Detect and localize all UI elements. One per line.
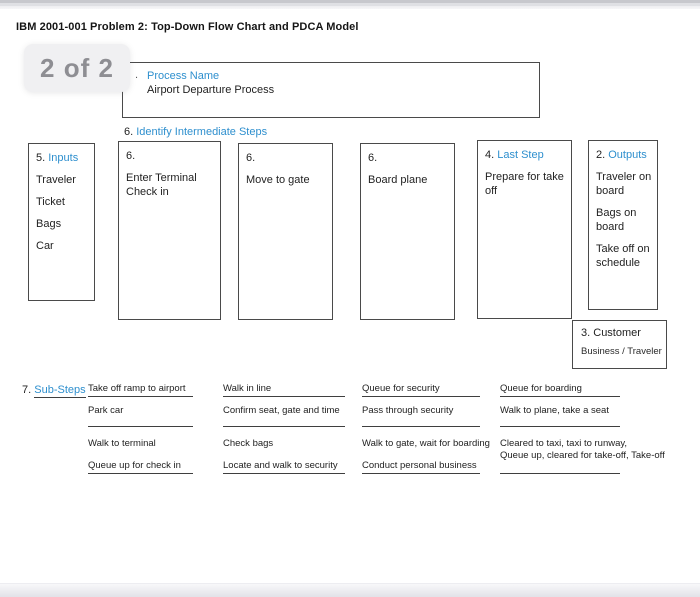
page-indicator-badge: 2 of 2 <box>24 44 130 92</box>
substep-item: Check bags <box>223 438 274 449</box>
customer-box-header: 3. Customer <box>581 327 664 339</box>
flow-box-number: 6. <box>368 152 378 164</box>
substep-item: Cleared to taxi, taxi to runway, Queue u… <box>500 438 665 461</box>
substeps-column-4: Queue for boarding Walk to plane, take a… <box>500 383 665 474</box>
substeps-text: Sub-Steps <box>34 384 86 398</box>
output-item: Take off on schedule <box>596 243 650 269</box>
window-bottom-edge <box>0 583 700 597</box>
input-item: Ticket <box>36 196 65 208</box>
substeps-column-1: Take off ramp to airport Park car Walk t… <box>88 383 193 474</box>
substep-item: Queue for security <box>362 383 480 397</box>
customer-box-value: Business / Traveler <box>581 346 662 357</box>
output-item: Traveler on board <box>596 171 652 197</box>
flow-box-inputs: 5. Inputs Traveler Ticket Bags Car <box>28 143 95 301</box>
flow-box-number: 2. <box>596 149 606 161</box>
substeps-column-2: Walk in line Confirm seat, gate and time… <box>223 383 345 474</box>
window-top-edge <box>0 0 700 9</box>
process-number-remnant: . <box>135 69 139 81</box>
input-item: Traveler <box>36 174 76 186</box>
flow-box-step-board: 6. Board plane <box>360 143 455 320</box>
substep-item: Conduct personal business <box>362 460 480 474</box>
substep-item: Take off ramp to airport <box>88 383 193 397</box>
flow-box-header: 4. Last Step <box>485 148 569 162</box>
substep-item: Walk to terminal <box>88 438 156 449</box>
flow-box-step-checkin: 6. Enter Terminal Check in <box>118 141 221 320</box>
output-item: Bags on board <box>596 207 637 233</box>
flow-box-header: 2. Outputs <box>596 148 655 162</box>
process-name-box: . Process Name Airport Departure Process <box>122 62 540 118</box>
substep-item: Locate and walk to security <box>223 460 345 474</box>
substeps-column-3: Queue for security Pass through security… <box>362 383 490 474</box>
flow-box-number: 5. <box>36 152 46 164</box>
substep-item: Park car <box>88 405 193 427</box>
flow-box-label: Outputs <box>608 149 647 161</box>
customer-box: 3. Customer Business / Traveler <box>572 320 667 369</box>
substep-item: Pass through security <box>362 405 480 427</box>
substep-item-line1: Cleared to taxi, taxi to runway, <box>500 438 628 449</box>
process-name-label: Process Name <box>147 70 220 82</box>
flow-box-label: Last Step <box>497 149 544 161</box>
substeps-label: 7. Sub-Steps <box>22 384 86 398</box>
intermediate-steps-label: 6. Identify Intermediate Steps <box>124 126 267 138</box>
step-text: Move to gate <box>246 174 310 186</box>
substep-item: Walk to plane, take a seat <box>500 405 620 427</box>
substep-item-line2: Queue up, cleared for take-off, Take-off <box>500 450 665 461</box>
page-indicator-text: 2 of 2 <box>40 52 114 83</box>
substeps-number: 7. <box>22 384 32 396</box>
flow-box-outputs: 2. Outputs Traveler on board Bags on boa… <box>588 140 658 310</box>
flow-box-header: 5. Inputs <box>36 151 92 165</box>
substep-item <box>500 460 620 474</box>
substep-item: Walk in line <box>223 383 345 397</box>
intermediate-steps-text: Identify Intermediate Steps <box>136 126 268 138</box>
input-item: Car <box>36 240 54 252</box>
customer-box-label: Customer <box>593 327 641 339</box>
process-name-value: Airport Departure Process <box>147 84 275 96</box>
step-text: Prepare for take off <box>485 171 564 197</box>
flow-box-number: 6. <box>246 152 256 164</box>
customer-box-number: 3. <box>581 327 591 339</box>
step-text: Enter Terminal Check in <box>126 172 197 198</box>
substep-item: Confirm seat, gate and time <box>223 405 345 427</box>
substep-item: Walk to gate, wait for boarding <box>362 438 490 449</box>
flow-box-last-step: 4. Last Step Prepare for take off <box>477 140 572 319</box>
flow-box-number: 6. <box>126 150 136 162</box>
flow-box-number: 4. <box>485 149 495 161</box>
step-text: Board plane <box>368 174 428 186</box>
flow-box-label: Inputs <box>48 152 79 164</box>
flow-box-step-gate: 6. Move to gate <box>238 143 333 320</box>
substep-item: Queue for boarding <box>500 383 620 397</box>
document-title: IBM 2001-001 Problem 2: Top-Down Flow Ch… <box>16 21 359 33</box>
intermediate-steps-number: 6. <box>124 126 134 138</box>
input-item: Bags <box>36 218 62 230</box>
substep-item: Queue up for check in <box>88 460 193 474</box>
